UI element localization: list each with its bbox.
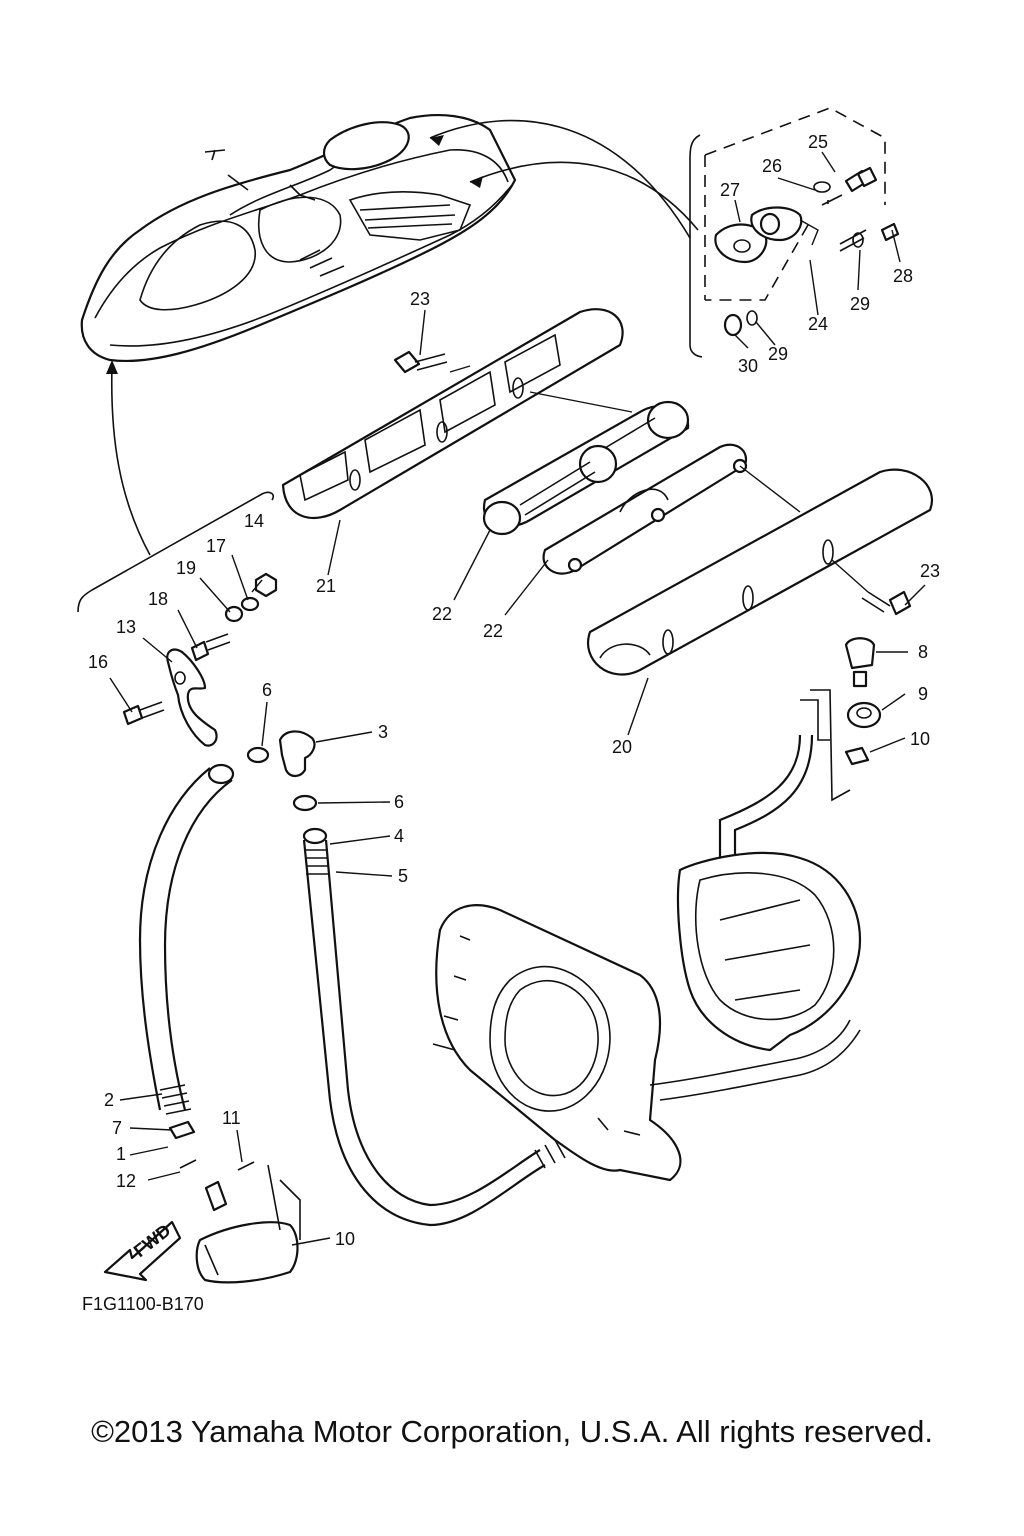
bracket-hardware [77,491,278,747]
callout-16: 16 [88,652,108,672]
callout-26: 26 [762,156,782,176]
callout-14: 13 [116,617,136,637]
callout-28: 28 [893,266,913,286]
callout-4: 4 [394,826,404,846]
hoses [138,689,851,1284]
callout-19: 19 [176,558,196,578]
callout-labels: 23 21 22 22 23 20 8 9 10 3 6 4 5 6 14 17… [88,132,940,1249]
callout-12: 11 [222,1108,241,1128]
callout-7: 7 [112,1118,122,1138]
callout-15: 14 [244,511,264,531]
callout-24: 24 [808,314,828,334]
fwd-arrow-icon: FWD [103,1220,182,1282]
callout-10: 10 [910,729,930,749]
callout-5: 5 [398,866,408,886]
diagram-code: F1G1100-B170 [82,1294,204,1314]
callout-30: 30 [738,356,758,376]
callout-18: 18 [148,589,168,609]
callout-29a: 29 [850,294,870,314]
callout-27: 27 [720,180,740,200]
callout-9: 9 [918,684,928,704]
callout-11: 10 [335,1229,355,1249]
leader-lines [109,151,926,1246]
callout-21: 21 [316,576,336,596]
callout-8: 8 [918,642,928,662]
callout-23a: 23 [410,289,430,309]
callout-25: 25 [808,132,828,152]
callout-23b: 23 [920,561,940,581]
engine-housing [432,851,862,1182]
watercraft-illustration [80,114,517,363]
callout-22a: 22 [432,604,452,624]
callout-20: 20 [612,737,632,757]
callout-6b: 6 [394,792,404,812]
callout-17: 17 [206,536,226,556]
callout-1: 1 [116,1144,126,1164]
plug-parts-8-10 [844,637,882,766]
copyright-notice: ©2013 Yamaha Motor Corporation, U.S.A. A… [91,1414,933,1449]
callout-3: 3 [378,722,388,742]
callout-22b: 22 [483,621,503,641]
grille-and-mounts [281,308,933,676]
callout-13: 12 [116,1171,136,1191]
callout-29b: 29 [768,344,788,364]
callout-6a: 6 [262,680,272,700]
callout-2: 2 [104,1090,114,1110]
connector-arrows [106,119,703,556]
